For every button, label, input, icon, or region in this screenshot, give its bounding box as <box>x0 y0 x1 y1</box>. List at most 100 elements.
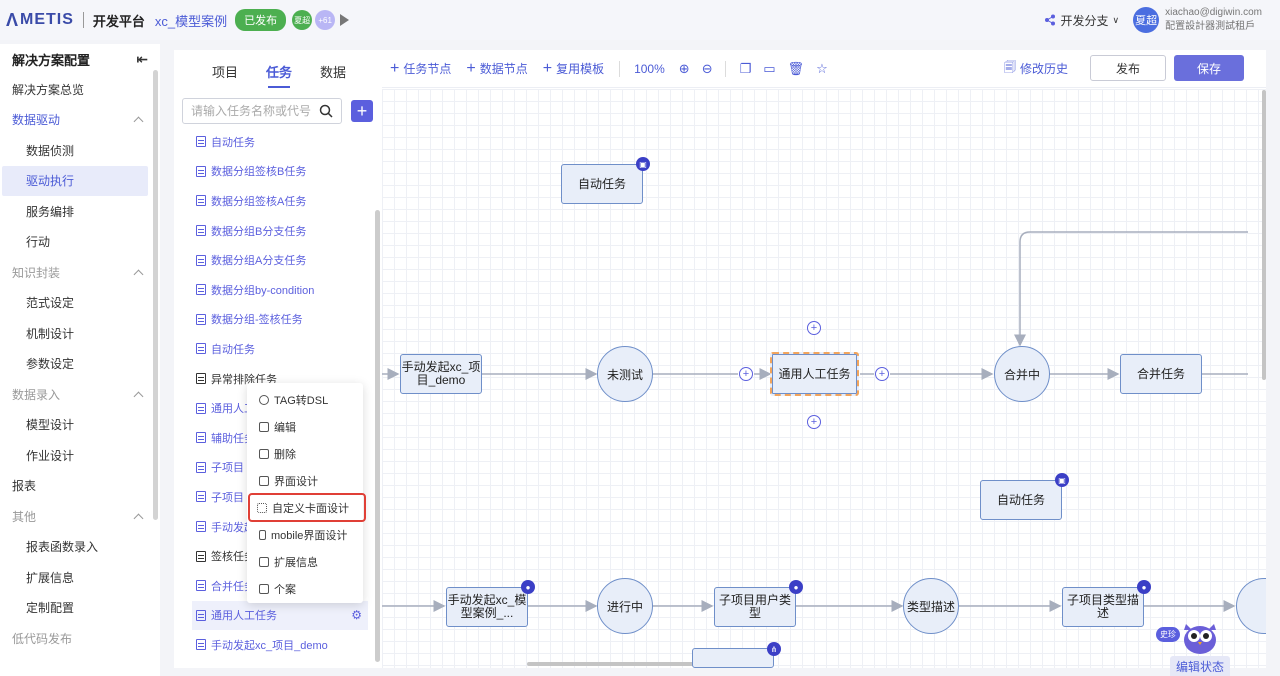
nav-item[interactable]: 知识封装 <box>0 257 160 288</box>
collapse-menu-icon[interactable]: ⇤ <box>136 50 148 67</box>
add-node-plus-icon[interactable]: + <box>875 367 889 381</box>
user-info[interactable]: xiachao@digiwin.com 配置設計器測試租戶 <box>1165 6 1262 34</box>
publish-button[interactable]: 发布 <box>1090 55 1166 81</box>
task-list-item[interactable]: 数据分组-签核任务 <box>174 305 382 335</box>
chevron-up-icon[interactable] <box>133 513 144 524</box>
add-data-node-button[interactable]: +数据节点 <box>466 59 528 77</box>
play-icon[interactable] <box>340 14 350 26</box>
nav-item[interactable]: 低代码发布 <box>0 623 160 654</box>
flow-node-manual-start[interactable]: 手动发起xc_项目_demo <box>400 354 482 394</box>
chevron-up-icon[interactable] <box>133 116 144 127</box>
add-node-plus-icon[interactable]: + <box>739 367 753 381</box>
task-list-item[interactable]: 手动发起xc_项目_demo <box>174 630 382 660</box>
screen-icon[interactable]: ▭ <box>763 60 776 76</box>
menu-item-custom-card-design[interactable]: 自定义卡面设计 <box>248 493 366 522</box>
flow-node-general-manual-selected[interactable]: 通用人工任务 <box>770 352 859 396</box>
task-list-item[interactable]: 辅助任务 <box>174 423 382 453</box>
chevron-up-icon[interactable] <box>133 391 144 402</box>
canvas-scrollbar-vertical[interactable] <box>1262 90 1266 380</box>
task-list-item[interactable]: 数据分组A分支任务 <box>174 245 382 275</box>
add-node-plus-icon[interactable]: + <box>807 415 821 429</box>
nav-item[interactable]: 服务编排 <box>0 196 160 227</box>
nav-item[interactable]: 机制设计 <box>0 318 160 349</box>
nav-item[interactable]: 报表函数录入 <box>0 532 160 563</box>
assistant-tag[interactable]: 史珍 <box>1156 627 1180 642</box>
flow-node-type-desc[interactable]: 类型描述 <box>903 578 959 634</box>
nav-item[interactable]: 作业设计 <box>0 440 160 471</box>
star-icon[interactable]: ☆ <box>816 60 828 76</box>
task-list-item[interactable]: 自动任务 <box>174 127 382 157</box>
task-list-item[interactable]: 数据分组B分支任务 <box>174 216 382 246</box>
flow-node-auto-task[interactable]: 自动任务 <box>561 164 643 204</box>
collaborator-avatar[interactable]: 夏超 <box>292 10 313 30</box>
flow-node-sub-user-type[interactable]: 子项目用户类型 <box>714 587 796 627</box>
menu-item-case[interactable]: 个案 <box>247 575 363 602</box>
task-list-item[interactable]: 签核任务 <box>174 541 382 571</box>
nav-item[interactable]: 报表 <box>0 471 160 502</box>
task-list-item[interactable]: 自动任务 <box>174 334 382 364</box>
owl-assistant-icon[interactable] <box>1180 616 1220 656</box>
save-button[interactable]: 保存 <box>1174 55 1244 81</box>
zoom-out-icon[interactable]: ⊖ <box>701 60 713 76</box>
flow-node-manual-start-2[interactable]: 手动发起xc_模型案例_... <box>446 587 528 627</box>
menu-item-extension-info[interactable]: 扩展信息 <box>247 548 363 575</box>
flow-node-in-progress[interactable]: 进行中 <box>597 578 653 634</box>
flow-node-auto-task-2[interactable]: 自动任务 <box>980 480 1062 520</box>
more-collaborators-badge[interactable]: +61 <box>315 10 336 30</box>
task-list-item[interactable]: 数据分组签核B任务 <box>174 157 382 187</box>
menu-item-tag-to-dsl[interactable]: TAG转DSL <box>247 386 363 413</box>
metis-logo[interactable]: Λ METIS <box>6 10 74 31</box>
add-task-node-button[interactable]: +任务节点 <box>390 59 452 77</box>
flow-node-untested[interactable]: 未测试 <box>597 346 653 402</box>
nav-item[interactable]: 扩展信息 <box>0 562 160 593</box>
tab-task[interactable]: 任务 <box>266 50 292 92</box>
task-search-input[interactable] <box>191 104 311 118</box>
project-name[interactable]: xc_模型案例 <box>154 13 228 29</box>
edit-history-button[interactable]: 🗐︎ 修改历史 <box>1004 58 1068 79</box>
task-list-item[interactable]: 异常排除任务 <box>174 364 382 394</box>
nav-item[interactable]: 参数设定 <box>0 349 160 380</box>
user-avatar[interactable]: 夏超 <box>1133 7 1160 33</box>
tab-project[interactable]: 项目 <box>212 64 239 80</box>
nav-item[interactable]: 范式设定 <box>0 288 160 319</box>
nav-item[interactable]: 其他 <box>0 501 160 532</box>
nav-item[interactable]: 模型设计 <box>0 410 160 441</box>
delete-icon[interactable]: 🗑︎ <box>787 60 805 76</box>
task-list-scrollbar[interactable] <box>375 210 380 662</box>
task-list-item[interactable]: 数据分组by-condition <box>174 275 382 305</box>
flow-node-merge-task[interactable]: 合并任务 <box>1120 354 1202 394</box>
task-list-item[interactable]: 合并任务 <box>174 571 382 601</box>
menu-item-ui-design[interactable]: 界面设计 <box>247 467 363 494</box>
add-task-button[interactable]: + <box>351 100 373 122</box>
canvas-scrollbar-horizontal[interactable] <box>527 662 767 666</box>
search-icon[interactable] <box>319 104 333 118</box>
nav-item[interactable]: 数据侦测 <box>0 135 160 166</box>
zoom-in-icon[interactable]: ⊕ <box>678 60 690 76</box>
flow-node-partial-bottom[interactable] <box>692 648 774 668</box>
nav-item[interactable]: 数据驱动 <box>0 105 160 136</box>
nav-item[interactable]: 解决方案总览 <box>0 74 160 105</box>
add-node-plus-icon[interactable]: + <box>807 321 821 335</box>
nav-item[interactable]: 数据录入 <box>0 379 160 410</box>
task-list-item[interactable]: 通用人工任务⚙ <box>192 600 368 631</box>
task-list-item[interactable]: 数据分组签核A任务 <box>174 186 382 216</box>
copy-icon[interactable]: ❐ <box>739 60 752 76</box>
reuse-template-button[interactable]: +复用模板 <box>542 59 605 77</box>
nav-item[interactable]: 驱动执行 <box>2 165 148 196</box>
task-list-item[interactable]: 通用人工 <box>174 393 382 423</box>
flow-node-sub-type-desc[interactable]: 子项目类型描述 <box>1062 587 1144 627</box>
tab-data[interactable]: 数据 <box>320 64 347 80</box>
nav-scrollbar[interactable] <box>153 70 158 520</box>
flow-node-merging[interactable]: 合并中 <box>994 346 1050 402</box>
task-list-item[interactable]: 子项目 <box>174 453 382 483</box>
chevron-up-icon[interactable] <box>133 269 144 280</box>
menu-item-delete[interactable]: 删除 <box>247 440 363 467</box>
task-list-item[interactable]: 子项目 <box>174 482 382 512</box>
gear-icon[interactable]: ⚙ <box>351 608 362 623</box>
menu-item-mobile-ui-design[interactable]: mobile界面设计 <box>247 521 363 548</box>
edit-state-label[interactable]: 编辑状态 <box>1170 656 1230 676</box>
task-list-item[interactable]: 手动发起 <box>174 512 382 542</box>
nav-item[interactable]: 定制配置 <box>0 593 160 624</box>
branch-selector[interactable]: 开发分支 ∨ <box>1044 12 1119 29</box>
menu-item-edit[interactable]: 编辑 <box>247 413 363 440</box>
